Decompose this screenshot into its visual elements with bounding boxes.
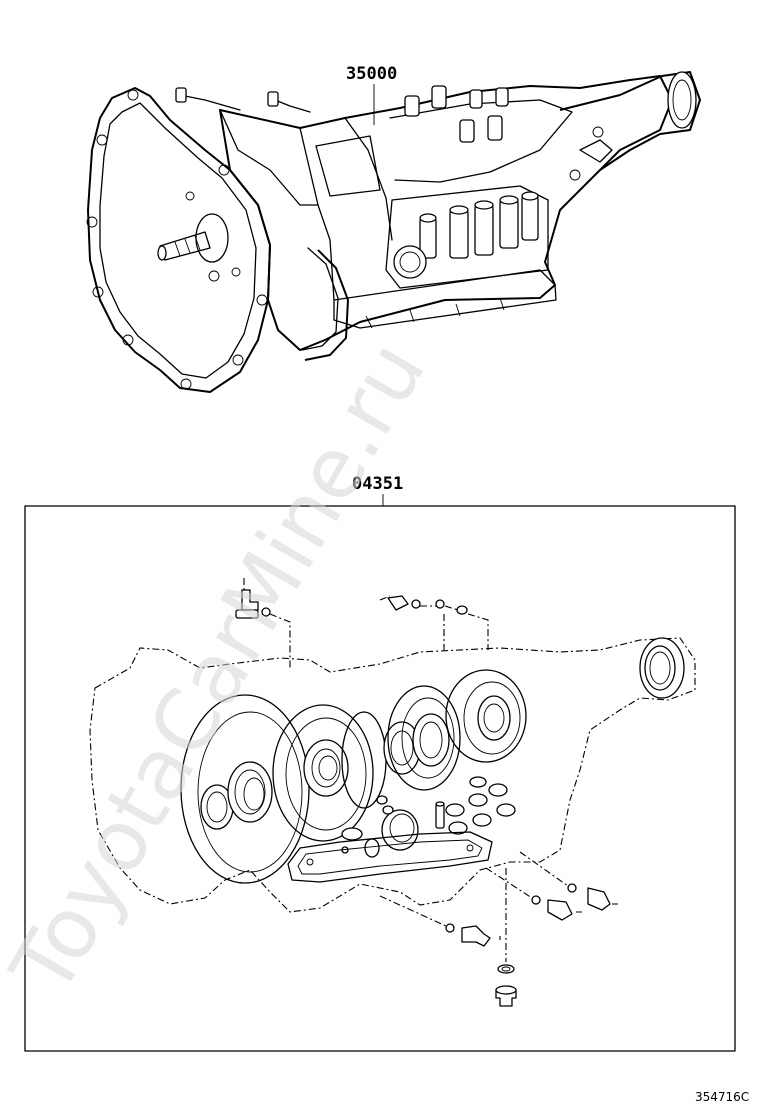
plug-bottom-right-1[interactable]	[485, 867, 582, 921]
gasket-kit-frame	[24, 505, 736, 1052]
watermark: ToyotaCarMine.ru	[0, 325, 444, 1010]
phantom-case-outline	[89, 637, 696, 913]
gasket-kit-group[interactable]: 04351	[24, 474, 736, 1052]
rear-extension-seal[interactable]	[639, 637, 685, 699]
gasket-kit-part-number[interactable]: 04351	[352, 474, 403, 494]
input-shaft	[157, 213, 229, 263]
illustration-code: 354716C	[695, 1090, 749, 1104]
flange-bolt-holes	[86, 89, 268, 390]
plug-top-right[interactable]	[379, 595, 489, 650]
o-ring-set[interactable]	[341, 776, 516, 854]
pin[interactable]	[435, 801, 445, 829]
drain-plug-top-left[interactable]	[235, 578, 291, 670]
drain-plug[interactable]	[495, 985, 517, 1007]
transmission-assembly-illustration[interactable]: 35000	[86, 64, 701, 393]
small-plug[interactable]	[364, 838, 380, 858]
clutch-piston-seal-3[interactable]	[387, 685, 461, 791]
transmission-case	[219, 75, 673, 351]
oil-pan-gasket[interactable]	[287, 831, 493, 883]
clutch-piston-seal-1[interactable]	[272, 704, 374, 842]
drain-plug-gasket[interactable]	[497, 868, 515, 974]
brake-piston-seal[interactable]	[445, 669, 527, 763]
accumulator-sleeve[interactable]	[381, 809, 419, 851]
case-fittings	[175, 85, 509, 143]
cooler-pipe	[304, 249, 349, 361]
clutch-piston-seal-2[interactable]	[341, 711, 421, 809]
plug-bottom-right-2[interactable]	[519, 851, 618, 911]
pump-bushing-ring[interactable]	[227, 761, 273, 823]
valve-body	[385, 185, 549, 289]
plug-bottom-center[interactable]	[379, 895, 501, 947]
oil-pan	[333, 269, 557, 329]
assembly-part-number[interactable]: 35000	[346, 64, 397, 84]
front-pump-gasket[interactable]	[180, 694, 310, 884]
bell-housing-flange	[87, 87, 271, 393]
extension-housing	[559, 71, 701, 181]
